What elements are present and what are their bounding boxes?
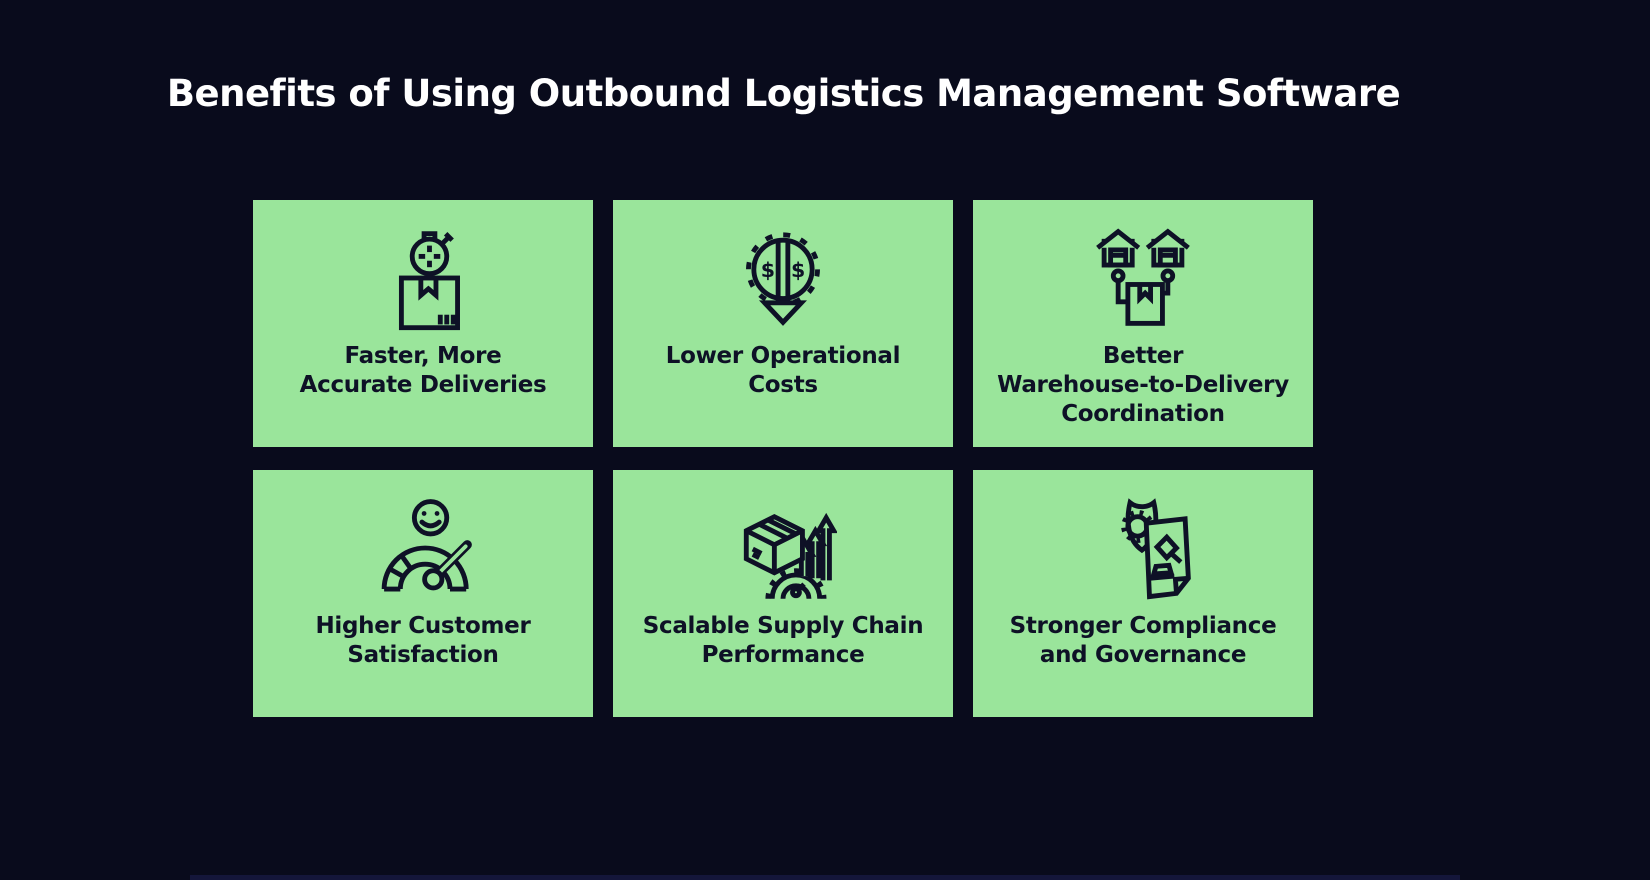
card-lower-costs: $ $ Lower Operational Costs [613,200,953,447]
scalable-performance-icon [729,494,837,602]
card-label: Faster, More Accurate Deliveries [299,343,547,398]
cost-reduction-gear-icon: $ $ [729,224,837,332]
stopwatch-package-icon [369,224,477,332]
card-label: Lower Operational Costs [665,343,901,398]
bottom-accent-line [190,875,1460,880]
satisfaction-gauge-icon [369,494,477,602]
card-label: Scalable Supply Chain Performance [642,613,924,668]
compliance-governance-icon [1089,494,1197,602]
card-faster-deliveries: Faster, More Accurate Deliveries [253,200,593,447]
svg-text:$: $ [761,258,775,282]
card-label: Stronger Compliance and Governance [1009,613,1277,668]
card-warehouse-coordination: Better Warehouse-to-Delivery Coordinatio… [973,200,1313,447]
benefits-grid: Faster, More Accurate Deliveries $ $ Low… [253,200,1313,717]
card-scalable-performance: Scalable Supply Chain Performance [613,470,953,717]
card-label: Better Warehouse-to-Delivery Coordinatio… [997,343,1289,427]
svg-text:$: $ [791,258,805,282]
card-label: Higher Customer Satisfaction [315,613,531,668]
header: Benefits of Using Outbound Logistics Man… [167,72,1401,115]
card-compliance-governance: Stronger Compliance and Governance [973,470,1313,717]
warehouse-network-icon [1089,224,1197,332]
card-customer-satisfaction: Higher Customer Satisfaction [253,470,593,717]
page-title: Benefits of Using Outbound Logistics Man… [166,72,1401,115]
